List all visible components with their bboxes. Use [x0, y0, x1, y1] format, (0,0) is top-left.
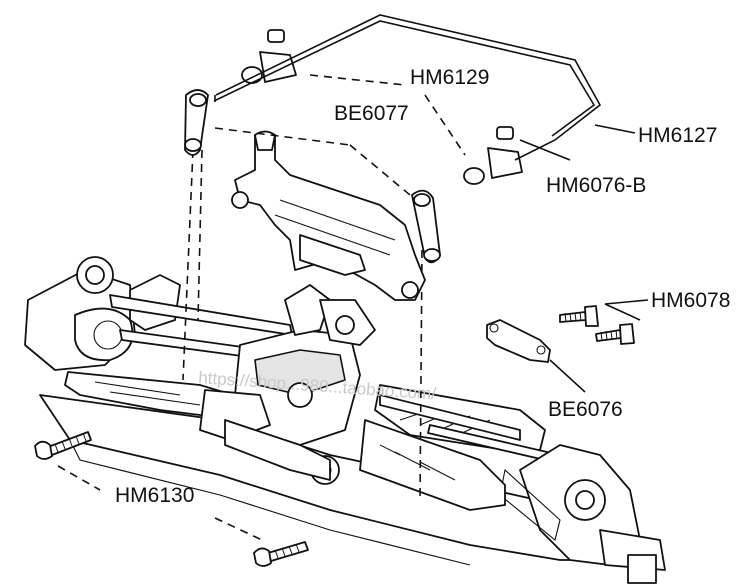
leader-lines [57, 74, 649, 541]
screw-hm6130-lower [253, 541, 309, 567]
label-hm6078: HM6078 [651, 289, 730, 312]
label-be6076: BE6076 [548, 398, 623, 421]
screw-hm6130-upper [34, 431, 92, 460]
bracket-part [486, 319, 551, 363]
label-hm6129: HM6129 [410, 66, 489, 89]
label-hm6127: HM6127 [638, 124, 717, 147]
shock-tower-part [231, 130, 426, 301]
label-hm6130: HM6130 [115, 484, 194, 507]
label-be6077: BE6077 [334, 102, 409, 125]
sway-bar-wire [215, 14, 602, 161]
label-hm6076-b: HM6076-B [546, 174, 646, 197]
screw-hm6078-lower [595, 323, 635, 345]
chassis-assembly [24, 149, 666, 584]
rod-end-right [411, 189, 441, 264]
ball-stud-right [463, 126, 523, 185]
rod-end-left [184, 89, 209, 156]
screw-hm6078-upper [559, 305, 599, 327]
